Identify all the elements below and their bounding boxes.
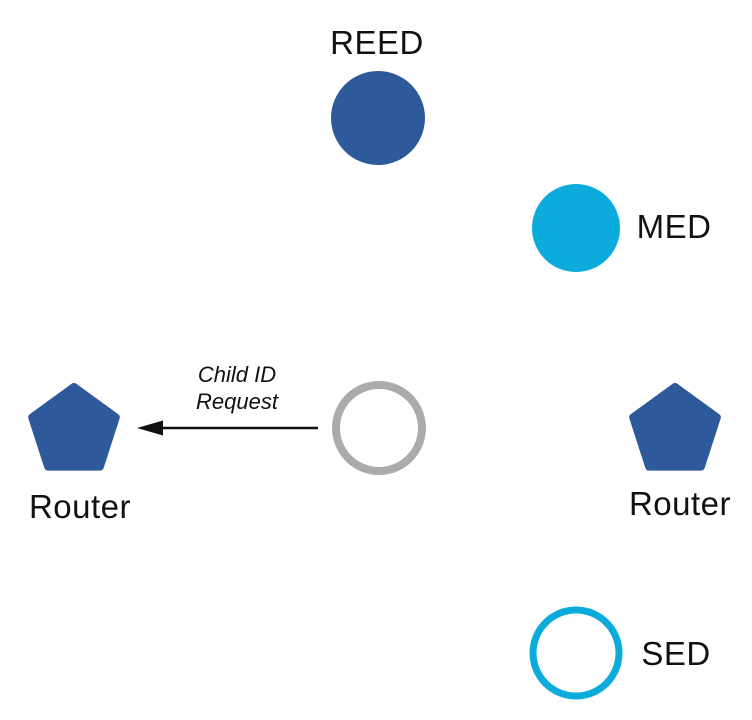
child-id-request-label: Child ID Request bbox=[196, 361, 278, 415]
joiner-node-circle-icon bbox=[332, 381, 426, 475]
reed-node-circle-icon bbox=[331, 71, 425, 165]
med-node-label: MED bbox=[636, 208, 712, 245]
router-right-pentagon-icon bbox=[629, 383, 721, 471]
child-id-request-label-line1: Child ID bbox=[197, 362, 277, 387]
router-left-pentagon-icon bbox=[28, 383, 120, 471]
sed-node-circle-icon bbox=[529, 606, 623, 700]
child-id-request-arrowhead-icon bbox=[137, 420, 163, 436]
child-id-request-label-line2: Request bbox=[196, 389, 278, 414]
sed-node-label: SED bbox=[641, 635, 711, 672]
reed-node-label: REED bbox=[330, 24, 424, 61]
router-left-label: Router bbox=[28, 488, 132, 525]
med-node-circle-icon bbox=[532, 184, 620, 272]
router-right-label: Router bbox=[628, 485, 732, 522]
